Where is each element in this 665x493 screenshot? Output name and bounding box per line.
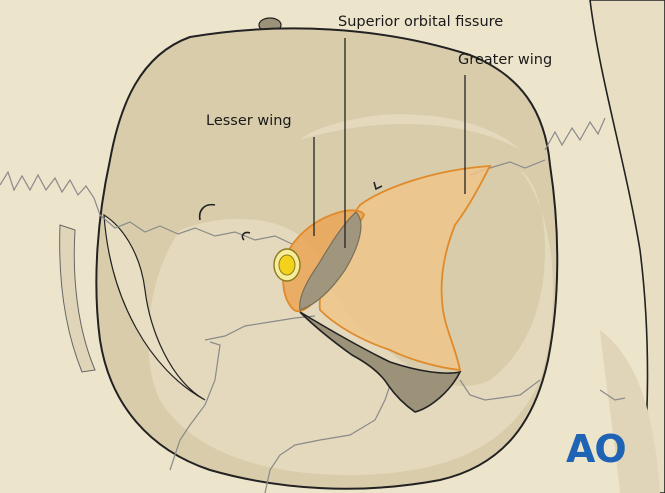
ao-logo: AO [566,427,627,471]
suture-lines [0,117,626,493]
label-greater-wing: Greater wing [458,52,553,68]
lower-right-shade [600,330,660,493]
medial-orbital-wall [103,213,206,401]
optic-canal-inner [278,254,296,276]
label-superior-orbital-fissure: Superior orbital fissure [338,14,504,30]
inferior-orbital-fissure [299,311,462,413]
small-foramina [198,181,383,241]
lacrimal-strip [59,224,96,373]
label-lesser-wing: Lesser wing [206,113,292,129]
label-leader-lines [313,38,466,248]
